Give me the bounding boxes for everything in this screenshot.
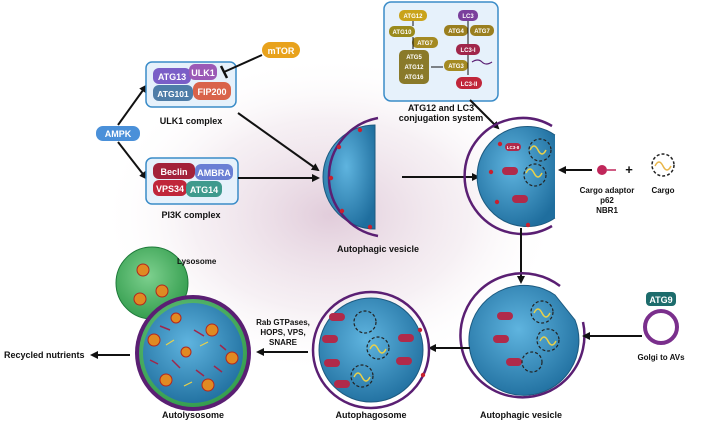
ampk-node: [96, 126, 140, 141]
atg14-node: [186, 181, 222, 197]
conj-atg3-label: ATG3: [448, 64, 464, 70]
p62-label: p62: [600, 196, 614, 205]
conj-lc3i-node: [456, 44, 480, 55]
conj-atg7b-label: ATG7: [474, 29, 490, 35]
conj-atg7a-node: [412, 37, 438, 48]
cargo-label: Cargo: [651, 186, 674, 195]
conj-lc3-node: [458, 10, 478, 21]
conj-atg3-node: [444, 60, 468, 71]
conj-atg12b-label: ATG12: [405, 65, 425, 71]
fusion-label-line3: SNARE: [269, 338, 298, 347]
cargo-adaptor-icon: [597, 165, 607, 175]
fip200-node: [193, 82, 231, 100]
conj-lc3ii-label: LC3-II: [461, 82, 478, 88]
recycled-nutrients-label: Recycled nutrients: [4, 350, 85, 360]
conj-atg10-label: ATG10: [393, 30, 413, 36]
golgi-vesicle-icon: [643, 309, 679, 345]
conj-lipid-squiggle: [471, 59, 493, 65]
ampk-to-pi3k-arrow: [117, 141, 148, 180]
autophagic-vesicle-1: [322, 116, 379, 238]
conj-atg4-label: ATG4: [448, 29, 464, 35]
pi3k-complex-label: PI3K complex: [161, 210, 220, 220]
fusion-label-line1: Rab GTPases,: [256, 318, 310, 327]
conj-atg10-node: [389, 26, 415, 37]
conj-lc3i-label: LC3-I: [461, 48, 476, 54]
autophagic-vesicle-2-label: Autophagic vesicle: [480, 410, 562, 420]
atg101-label: ATG101: [157, 89, 189, 99]
mtor-inhibition-bar: [219, 65, 229, 79]
atg9-node: [646, 292, 676, 306]
autophagosome-label: Autophagosome: [336, 410, 407, 420]
ambra-label: AMBRA: [197, 168, 231, 178]
autophagic-vesicle-3: [459, 272, 586, 399]
atg13-label: ATG13: [158, 72, 186, 82]
ulk1-complex-label: ULK1 complex: [160, 116, 223, 126]
atg13-node: [153, 68, 191, 84]
conj-atg12-node: [399, 10, 427, 21]
conjugation-to-vesicle-arrow: [469, 99, 500, 130]
fip200-label: FIP200: [197, 87, 226, 97]
vps34-node: [153, 180, 187, 196]
mtor-inhibition-line: [223, 54, 263, 73]
conj-lc3-label: LC3: [462, 14, 474, 20]
autolysosome: [135, 295, 251, 411]
conj-atg16-label: ATG16: [405, 75, 425, 81]
ulk1-to-vesicle-arrow: [237, 112, 320, 172]
atg14-label: ATG14: [190, 185, 218, 195]
background-glow: [100, 55, 560, 375]
conj-lc3ii-node: [456, 77, 482, 89]
conjugation-label-line1: ATG12 and LC3: [408, 103, 474, 113]
conj-atg12-label: ATG12: [404, 14, 424, 20]
ampk-to-ulk1-arrow: [117, 84, 148, 126]
vps34-label: VPS34: [156, 184, 184, 194]
mtor-label: mTOR: [268, 46, 295, 56]
ambra-node: [195, 164, 233, 180]
autophagosome: [311, 290, 431, 410]
autophagic-vesicle-2: [463, 116, 556, 236]
autophagic-vesicle-1-label: Autophagic vesicle: [337, 244, 419, 254]
ulk1-label: ULK1: [191, 68, 215, 78]
cargo-icon: [651, 153, 675, 177]
mtor-node: [262, 42, 300, 58]
nbr1-label: NBR1: [596, 206, 618, 215]
lysosome-label: Lysosome: [177, 257, 217, 266]
golgi-label: Golgi to AVs: [637, 353, 685, 362]
conj-atg5-complex: [399, 50, 429, 84]
conj-atg7a-label: ATG7: [417, 41, 433, 47]
conjugation-label-line2: conjugation system: [399, 113, 484, 123]
conj-atg5-label: ATG5: [406, 55, 422, 61]
plus-sign: +: [625, 162, 633, 177]
ampk-label: AMPK: [105, 129, 132, 139]
atg9-label: ATG9: [649, 295, 672, 305]
cargo-adaptor-label: Cargo adaptor: [580, 186, 635, 195]
fusion-label-line2: HOPS, VPS,: [260, 328, 305, 337]
ulk1-node: [189, 64, 217, 80]
beclin-label: Beclin: [160, 167, 187, 177]
lc3-tag-label: LC3-II: [507, 145, 520, 150]
conj-atg7b-node: [470, 25, 494, 36]
autolysosome-label: Autolysosome: [162, 410, 224, 420]
atg101-node: [153, 85, 193, 101]
beclin-node: [153, 163, 195, 179]
conj-atg4-node: [444, 25, 468, 36]
